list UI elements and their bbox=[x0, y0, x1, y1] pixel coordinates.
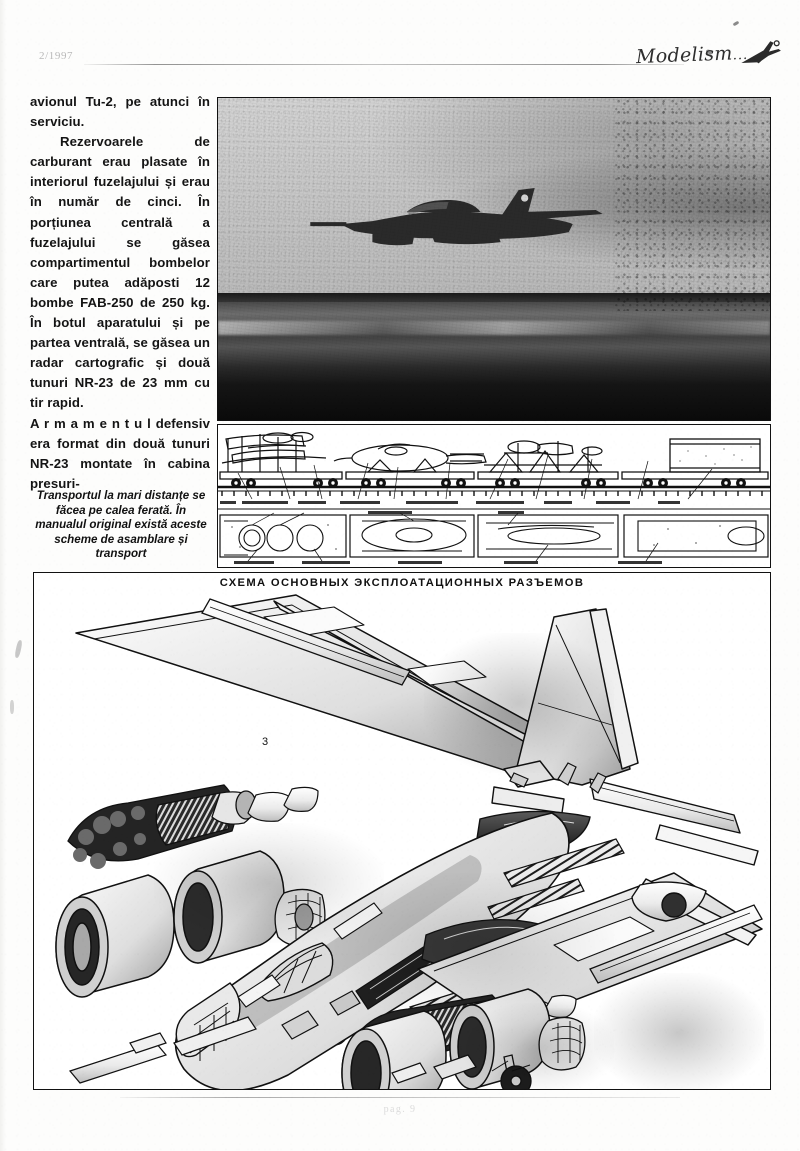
footer-rule bbox=[120, 1097, 680, 1098]
photo-sky bbox=[218, 98, 770, 298]
paragraph-3-lead: A r m a m e n t u l bbox=[30, 415, 151, 431]
exploded-diagram-artwork: 3 bbox=[34, 573, 770, 1089]
airplane-doodle-icon bbox=[741, 40, 781, 64]
article-text-column: avionul Tu-2, pe atunci în serviciu. Rez… bbox=[30, 92, 210, 494]
railway-transport-schematic bbox=[217, 424, 771, 568]
photo-grain-artifact bbox=[615, 98, 770, 311]
scan-speck bbox=[14, 639, 23, 659]
photo-horizon bbox=[218, 292, 770, 305]
masthead-text: Modelism bbox=[635, 42, 733, 69]
paragraph-1: avionul Tu-2, pe atunci în serviciu. bbox=[30, 94, 210, 130]
photo-aircraft-silhouette bbox=[310, 187, 604, 245]
header-rule bbox=[84, 64, 684, 65]
tu-16-bomber-in-flight-photo bbox=[217, 97, 771, 421]
paragraph-3-body: defensiv era format din două tunuri NR-2… bbox=[30, 415, 211, 491]
page-left-edge-shadow bbox=[0, 0, 6, 1151]
page-number: pag. 9 bbox=[383, 1104, 417, 1115]
exploded-assembly-diagram: СХЕМА ОСНОВНЫХ ЭКСПЛОАТАЦИОННЫХ РАЗЪЕМОВ bbox=[33, 572, 771, 1090]
paragraph-3: A r m a m e n t u l defensiv era format … bbox=[30, 414, 210, 494]
issue-number: 2/1997 bbox=[39, 50, 74, 62]
photo-water bbox=[218, 302, 770, 420]
paragraph-2: Rezervoarele de carburant erau plasate î… bbox=[30, 134, 210, 411]
photo-noise-overlay bbox=[218, 98, 770, 420]
svg-text:3: 3 bbox=[262, 736, 268, 748]
figure-caption: Transportul la mari distanțe se făcea pe… bbox=[35, 489, 207, 561]
scan-speck bbox=[732, 20, 740, 27]
masthead-title: Modelism... bbox=[636, 42, 749, 68]
exploded-diagram-title: СХЕМА ОСНОВНЫХ ЭКСПЛОАТАЦИОННЫХ РАЗЪЕМОВ bbox=[219, 577, 585, 589]
scan-speck bbox=[10, 700, 14, 714]
